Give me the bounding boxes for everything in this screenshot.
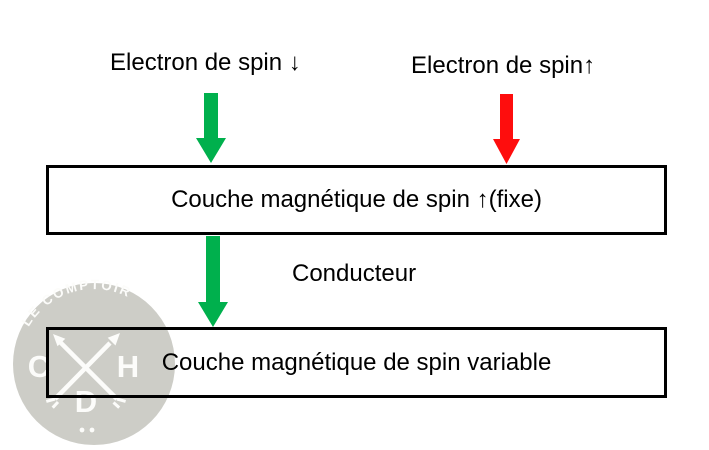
watermark-circle — [13, 283, 175, 445]
electron-spin-down-label: Electron de spin ↓ — [110, 49, 301, 76]
electron-spin-up-label: Electron de spin↑ — [411, 52, 596, 79]
fixed-magnetic-layer-box: Couche magnétique de spin ↑(fixe) — [46, 165, 667, 235]
watermark-letter-h: H — [117, 349, 139, 384]
watermark-crossed-arrows-icon — [45, 333, 127, 409]
green-down-arrow-middle — [198, 236, 228, 327]
red-down-arrow — [493, 94, 520, 164]
green-down-arrow-top — [196, 93, 226, 163]
variable-magnetic-layer-label: Couche magnétique de spin variable — [161, 348, 552, 376]
conductor-label: Conducteur — [292, 260, 417, 287]
watermark-letter-c: C — [28, 349, 50, 384]
variable-magnetic-layer-box: Couche magnétique de spin variable — [46, 327, 667, 398]
watermark-dot — [79, 427, 85, 433]
fixed-magnetic-layer-label: Couche magnétique de spin ↑(fixe) — [171, 186, 542, 213]
watermark-dot — [89, 427, 95, 433]
watermark-letter-d: D — [75, 384, 97, 419]
